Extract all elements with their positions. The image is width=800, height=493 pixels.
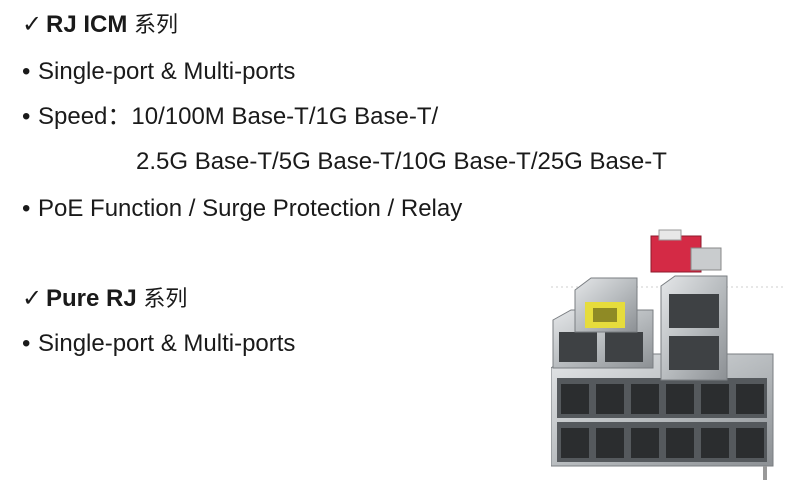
section-title-suffix: 系列: [134, 13, 179, 38]
section-heading-rj-icm: ✓RJ ICM 系列: [22, 10, 178, 41]
bullet-text-speed: Speed：10/100M Base-T/1G Base-T/: [38, 103, 439, 130]
multi-port-jack: [551, 353, 774, 480]
section-title: RJ ICM: [46, 11, 128, 38]
section-title-suffix: 系列: [143, 287, 188, 312]
bullet-icon: •: [22, 195, 31, 222]
check-icon: ✓: [22, 11, 43, 38]
check-icon: ✓: [22, 285, 43, 312]
bullet-text-ports: Single-port & Multi-ports: [38, 58, 296, 85]
bullet-item: • PoE Function / Surge Protection / Relay: [22, 194, 462, 224]
bullet-item: • Single-port & Multi-ports: [22, 57, 295, 87]
bullet-item: • Single-port & Multi-ports: [22, 329, 295, 359]
bullet-icon: •: [22, 103, 31, 130]
bullet-text-ports: Single-port & Multi-ports: [38, 330, 296, 357]
bullet-continuation-speed: 2.5G Base-T/5G Base-T/10G Base-T/25G Bas…: [136, 148, 667, 175]
bullet-icon: •: [22, 58, 31, 85]
bullet-item: • Speed：10/100M Base-T/1G Base-T/: [22, 102, 438, 132]
section-heading-pure-rj: ✓Pure RJ 系列: [22, 284, 187, 315]
yellow-insert-jack: [574, 277, 638, 333]
rj45-connectors-photo: [551, 229, 783, 480]
red-connector: [650, 229, 722, 273]
stacked-jack: [660, 275, 728, 381]
section-title: Pure RJ: [46, 285, 137, 312]
bullet-icon: •: [22, 330, 31, 357]
bullet-text-functions: PoE Function / Surge Protection / Relay: [38, 195, 463, 222]
